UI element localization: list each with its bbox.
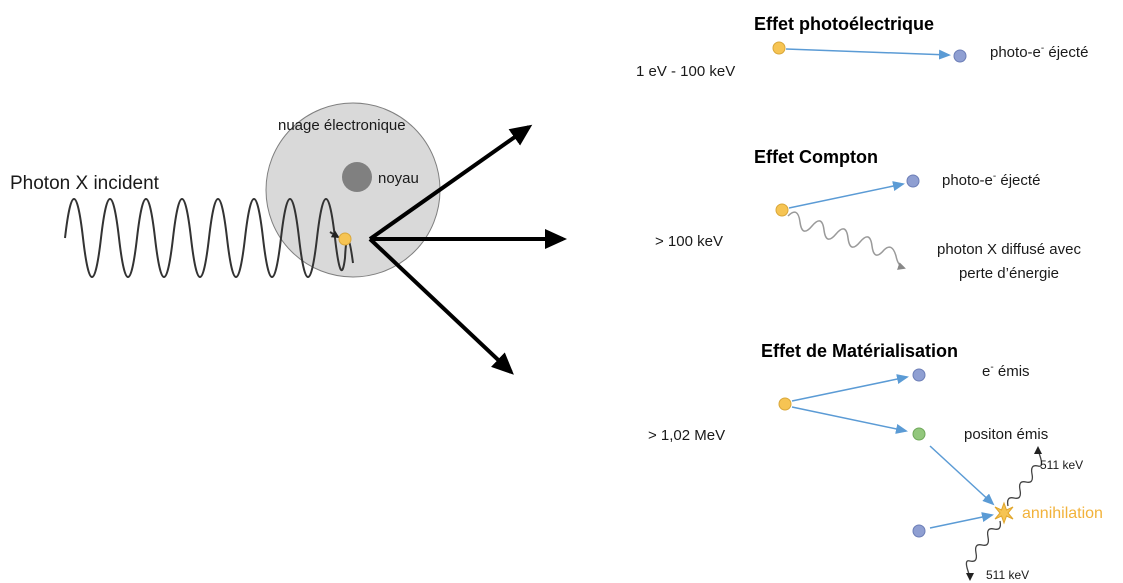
compton-scattered-line2: perte d’énergie <box>958 265 1060 282</box>
second-electron <box>912 524 926 538</box>
photoelectric-electron <box>953 49 967 63</box>
electron-path-arrow <box>929 512 994 529</box>
gamma-wave-bottom <box>965 520 1002 581</box>
materialisation-photon <box>778 397 792 411</box>
arrow-to-materialisation <box>368 237 514 375</box>
emitted-electron <box>912 368 926 382</box>
photoelectric-energy: 1 eV - 100 keV <box>636 63 736 80</box>
compton-photon <box>775 203 789 217</box>
annihilation-label: annihilation <box>1022 505 1103 522</box>
emitted-electron-label: e- émis <box>982 362 1030 381</box>
compton-title: Effet Compton <box>754 147 878 167</box>
photoelectric-electron-label: photo-e- éjecté <box>990 43 1089 62</box>
electron-emission-arrow <box>791 374 909 402</box>
nucleus <box>342 162 372 192</box>
nucleus-label: noyau <box>378 170 419 187</box>
incident-arrow-tip <box>329 230 340 239</box>
positron-label: positon émis <box>964 426 1049 443</box>
electron-cloud-label: nuage électronique <box>278 117 406 134</box>
compton-electron <box>906 174 920 188</box>
materialisation-title: Effet de Matérialisation <box>761 341 959 361</box>
incident-photon-label: Photon X incident <box>10 173 159 194</box>
photoelectric-arrow <box>785 48 951 60</box>
interaction-arrows <box>368 124 567 375</box>
compton-energy: > 100 keV <box>655 233 723 250</box>
materialisation-graphic <box>778 368 1043 581</box>
photoelectric-graphic <box>772 41 967 63</box>
positron-path-arrow <box>929 445 995 506</box>
compton-graphic <box>775 174 920 270</box>
annihilation-burst-icon <box>994 501 1014 525</box>
positron-emission-arrow <box>791 406 908 434</box>
gamma-wave-top <box>1006 446 1043 507</box>
gamma-top-energy: 511 keV <box>1040 458 1084 472</box>
emitted-positron <box>912 427 926 441</box>
compton-electron-label: photo-e- éjecté <box>942 171 1041 190</box>
target-electron <box>338 232 352 246</box>
gamma-bottom-energy: 511 keV <box>986 568 1030 582</box>
photoelectric-photon <box>772 41 786 55</box>
photoelectric-title: Effet photoélectrique <box>754 14 935 34</box>
incident-photon-wave <box>64 198 354 278</box>
compton-scattered-line1: photon X diffusé avec <box>937 241 1081 258</box>
arrow-to-photoelectric <box>368 124 533 241</box>
materialisation-energy: > 1,02 MeV <box>648 427 726 444</box>
compton-scattered-wave <box>787 211 906 270</box>
compton-electron-arrow <box>788 181 905 209</box>
compton-scattered-label: photon X diffusé avec perte d’énergie <box>918 238 1100 286</box>
